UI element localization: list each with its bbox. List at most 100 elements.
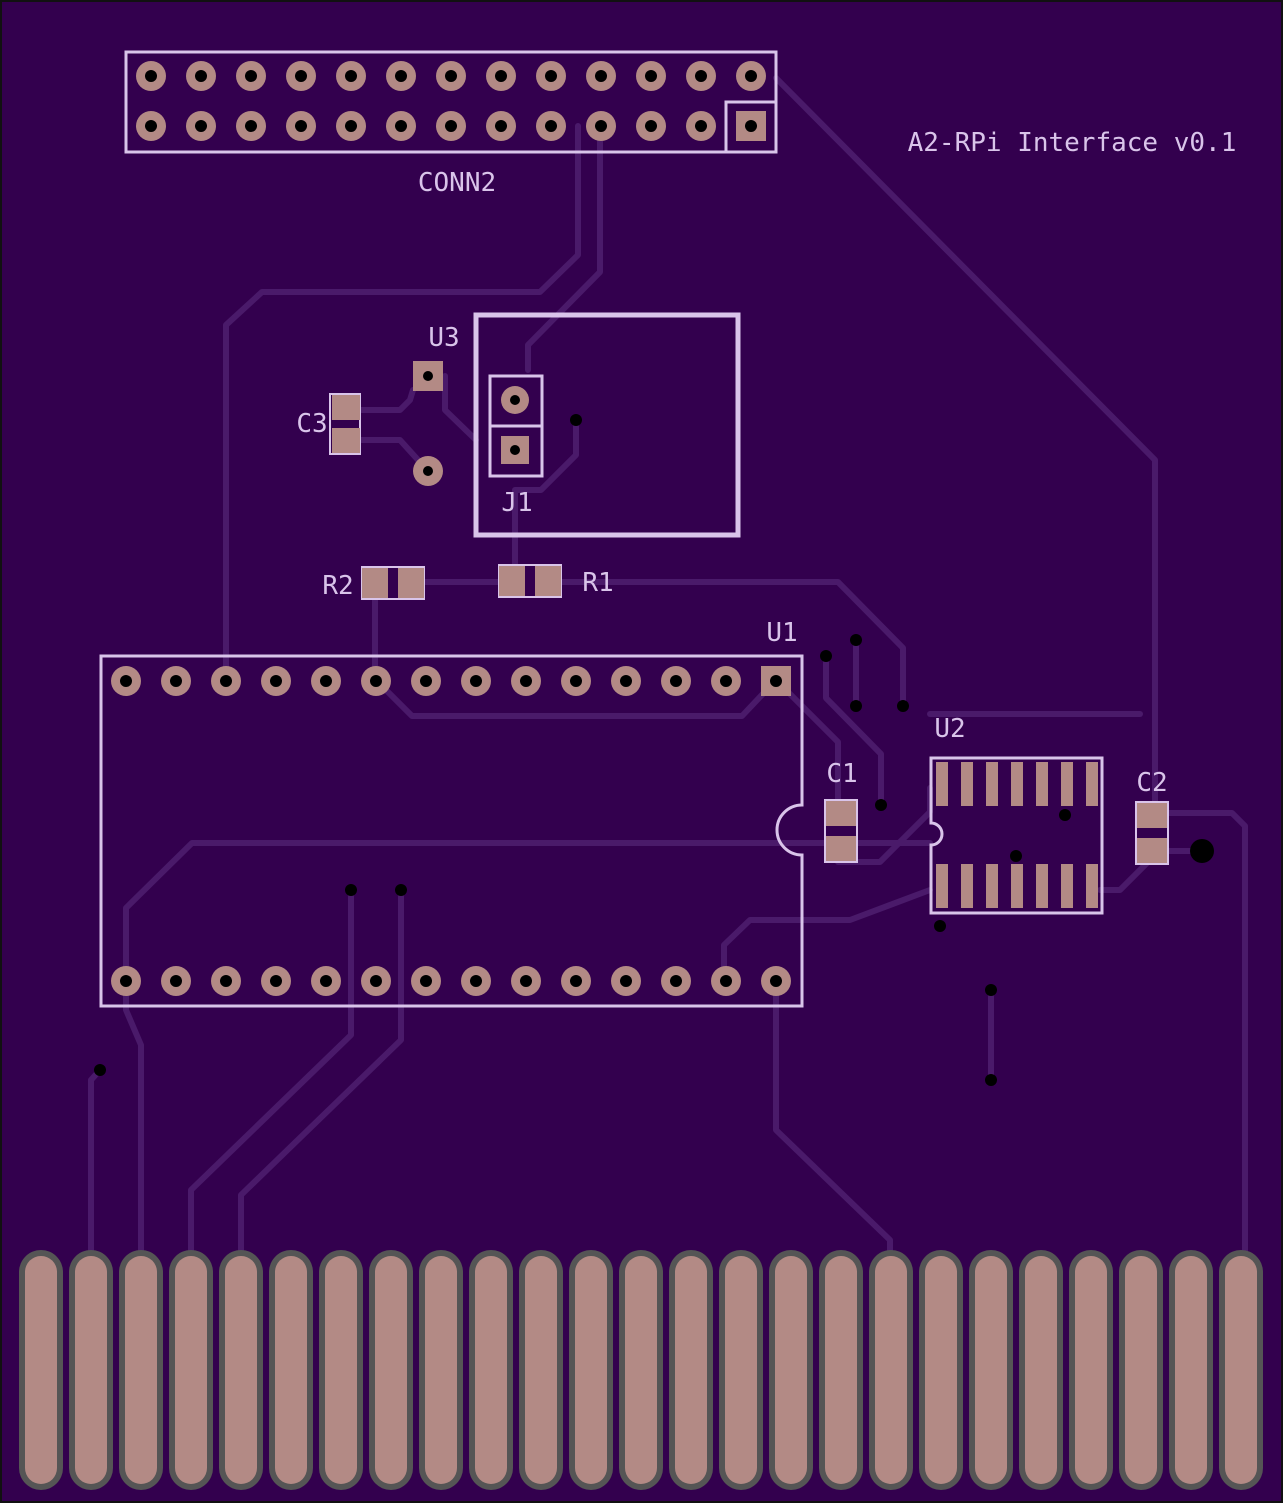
via [850,700,862,712]
via [395,884,407,896]
u1-pad-hole [270,975,282,987]
r2-resistor: R2 [322,566,425,601]
via [94,1064,106,1076]
conn2-pad-hole [345,120,357,132]
copper-trace [721,887,933,983]
edge-finger [575,1256,607,1484]
u1-pad-hole [120,675,132,687]
u2-chip: U2 [929,714,1104,915]
u1-pad-hole [370,975,382,987]
c3-label: C3 [296,409,327,439]
u1-pad-hole [770,675,782,687]
conn2-pad-hole [445,120,457,132]
edge-finger [1175,1256,1207,1484]
c1-outline [824,799,858,863]
via [1059,809,1071,821]
edge-finger [1075,1256,1107,1484]
edge-finger [1025,1256,1057,1484]
copper-trace [525,123,603,373]
u2-pad [986,762,998,806]
c2-pad-top [1137,803,1167,828]
conn2-pad-hole [645,120,657,132]
copper-trace [512,417,579,568]
conn2-pad-hole [495,70,507,82]
via [345,884,357,896]
c2-pad-bottom [1137,838,1167,863]
u1-pad-hole [170,975,182,987]
edge-finger [175,1256,207,1484]
conn2-pad-hole [395,120,407,132]
u1-pad-hole [420,675,432,687]
u2-pad [1086,762,1098,806]
conn2-pad-hole [595,70,607,82]
copper-trace [773,75,1158,821]
copper-trace [1097,855,1155,893]
u1-pad-hole [270,675,282,687]
u1-pad-hole [320,675,332,687]
r1-resistor: R1 [498,564,614,598]
u3-label: U3 [428,323,459,353]
edge-finger [625,1256,657,1484]
u2-label: U2 [934,714,965,744]
via [875,799,887,811]
conn2-pad-hole [745,120,757,132]
j1-region-outline [473,312,741,538]
edge-finger [775,1256,807,1484]
u2-pad [1061,762,1073,806]
u1-pad-hole [470,975,482,987]
copper-trace [238,887,404,1273]
j1-via-1 [510,395,520,405]
c1-capacitor: C1 [824,759,858,863]
edge-finger [375,1256,407,1484]
u1-pad-hole [370,675,382,687]
r2-pad-left [362,568,388,598]
via [570,414,582,426]
edge-finger [725,1256,757,1484]
u3-via-round [423,466,433,476]
conn2-pad-hole [695,120,707,132]
edge-finger [75,1256,107,1484]
conn2-pad-hole [745,70,757,82]
u2-pad [1086,864,1098,908]
copper-trace [188,887,354,1273]
u1-pad-hole [220,975,232,987]
j1-pin2-marker [488,424,544,478]
u2-pad [1036,762,1048,806]
via [934,920,946,932]
conn2-pad-hole [145,120,157,132]
trace-layer [88,75,1248,1273]
conn2-pad-hole [195,120,207,132]
conn2-pad-hole [545,120,557,132]
edge-finger [675,1256,707,1484]
edge-finger [225,1256,257,1484]
u2-pad [986,864,998,908]
edge-finger [925,1256,957,1484]
via-layer [94,414,1214,1086]
u2-pad [961,762,973,806]
u3-regulator: U3 [413,323,460,486]
u2-pads [936,762,1098,908]
edge-finger [425,1256,457,1484]
via [1010,850,1022,862]
copper-trace [773,677,841,803]
conn2-header: CONN2 [124,50,778,198]
u1-pad-hole [320,975,332,987]
c3-outline [329,393,361,455]
u2-outline [929,756,1104,915]
u1-pad-hole [420,975,432,987]
u1-pad-hole [770,975,782,987]
j1-via-2 [510,445,520,455]
conn2-label: CONN2 [418,168,496,198]
u1-pad-hole [720,975,732,987]
u1-pad-hole [120,975,132,987]
u1-chip: U1 [99,618,804,1008]
edge-finger [475,1256,507,1484]
c1-pad-bottom [826,836,856,861]
via [985,984,997,996]
conn2-pin1-marker [724,100,778,154]
edge-connector [19,1250,1263,1490]
c3-pad-top [332,395,360,420]
r1-label: R1 [582,568,613,598]
u1-pad-hole [720,675,732,687]
u2-pad [1036,864,1048,908]
